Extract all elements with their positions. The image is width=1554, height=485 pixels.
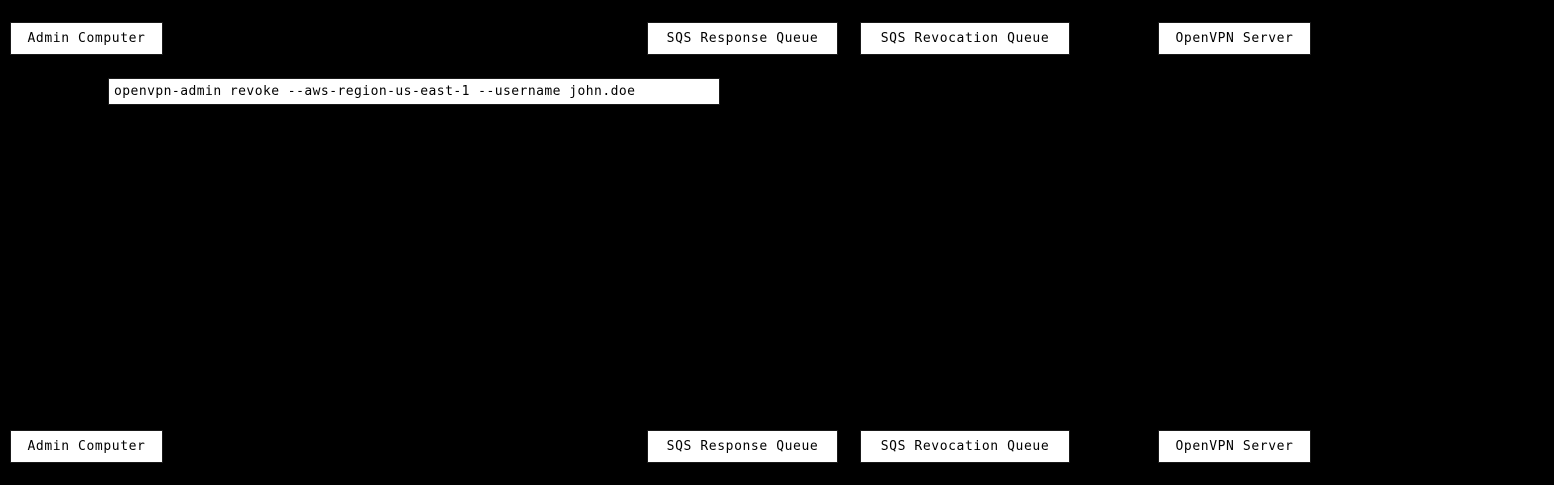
participant-bottom-sqs-revocation-queue[interactable]: SQS Revocation Queue xyxy=(860,430,1070,463)
participant-top-sqs-response-queue[interactable]: SQS Response Queue xyxy=(647,22,838,55)
lifeline-admin-computer xyxy=(86,55,87,430)
participant-top-sqs-revocation-queue[interactable]: SQS Revocation Queue xyxy=(860,22,1070,55)
lifeline-sqs-response-queue xyxy=(742,55,743,430)
lifeline-sqs-revocation-queue xyxy=(964,55,965,430)
note-revoke-command: openvpn-admin revoke --aws-region-us-eas… xyxy=(108,78,720,105)
participant-bottom-admin-computer[interactable]: Admin Computer xyxy=(10,430,163,463)
participant-top-openvpn-server[interactable]: OpenVPN Server xyxy=(1158,22,1311,55)
lifeline-openvpn-server xyxy=(1234,55,1235,430)
participant-bottom-sqs-response-queue[interactable]: SQS Response Queue xyxy=(647,430,838,463)
participant-bottom-openvpn-server[interactable]: OpenVPN Server xyxy=(1158,430,1311,463)
participant-top-admin-computer[interactable]: Admin Computer xyxy=(10,22,163,55)
